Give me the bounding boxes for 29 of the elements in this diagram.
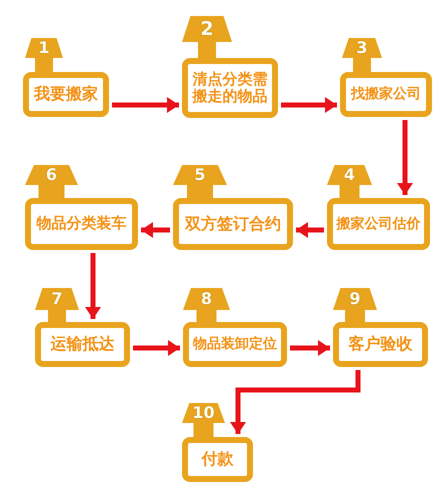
step-label: 双方签订合约: [185, 214, 281, 234]
arrow: [133, 340, 180, 356]
step-label: 物品装卸定位: [193, 336, 277, 353]
step-label: 找搬家公司: [351, 86, 421, 103]
step-number: 6: [46, 167, 58, 183]
step-number: 3: [356, 40, 368, 56]
arrow: [397, 120, 413, 195]
step-label: 我要搬家: [34, 85, 98, 104]
step-label: 付款: [202, 450, 234, 469]
step-number: 9: [349, 291, 361, 307]
arrow: [296, 222, 324, 238]
step-number: 1: [38, 40, 50, 56]
step-number: 10: [192, 405, 215, 421]
arrow: [281, 97, 337, 113]
step-number: 5: [194, 167, 206, 183]
step-number: 4: [344, 167, 356, 183]
step-label: 搬家公司估价: [336, 216, 420, 232]
step-label: 清点分类需搬走的物品: [191, 70, 268, 106]
step-label: 运输抵达: [50, 335, 114, 354]
step-number: 7: [51, 291, 63, 307]
step-label: 物品分类装车: [36, 215, 126, 233]
step-number: 2: [200, 20, 214, 38]
step-label: 客户验收: [348, 335, 412, 354]
arrow: [112, 97, 179, 113]
arrow: [85, 253, 101, 319]
step-number: 8: [200, 291, 212, 307]
arrow: [290, 340, 330, 356]
arrow: [141, 222, 170, 238]
arrow: [230, 370, 360, 434]
